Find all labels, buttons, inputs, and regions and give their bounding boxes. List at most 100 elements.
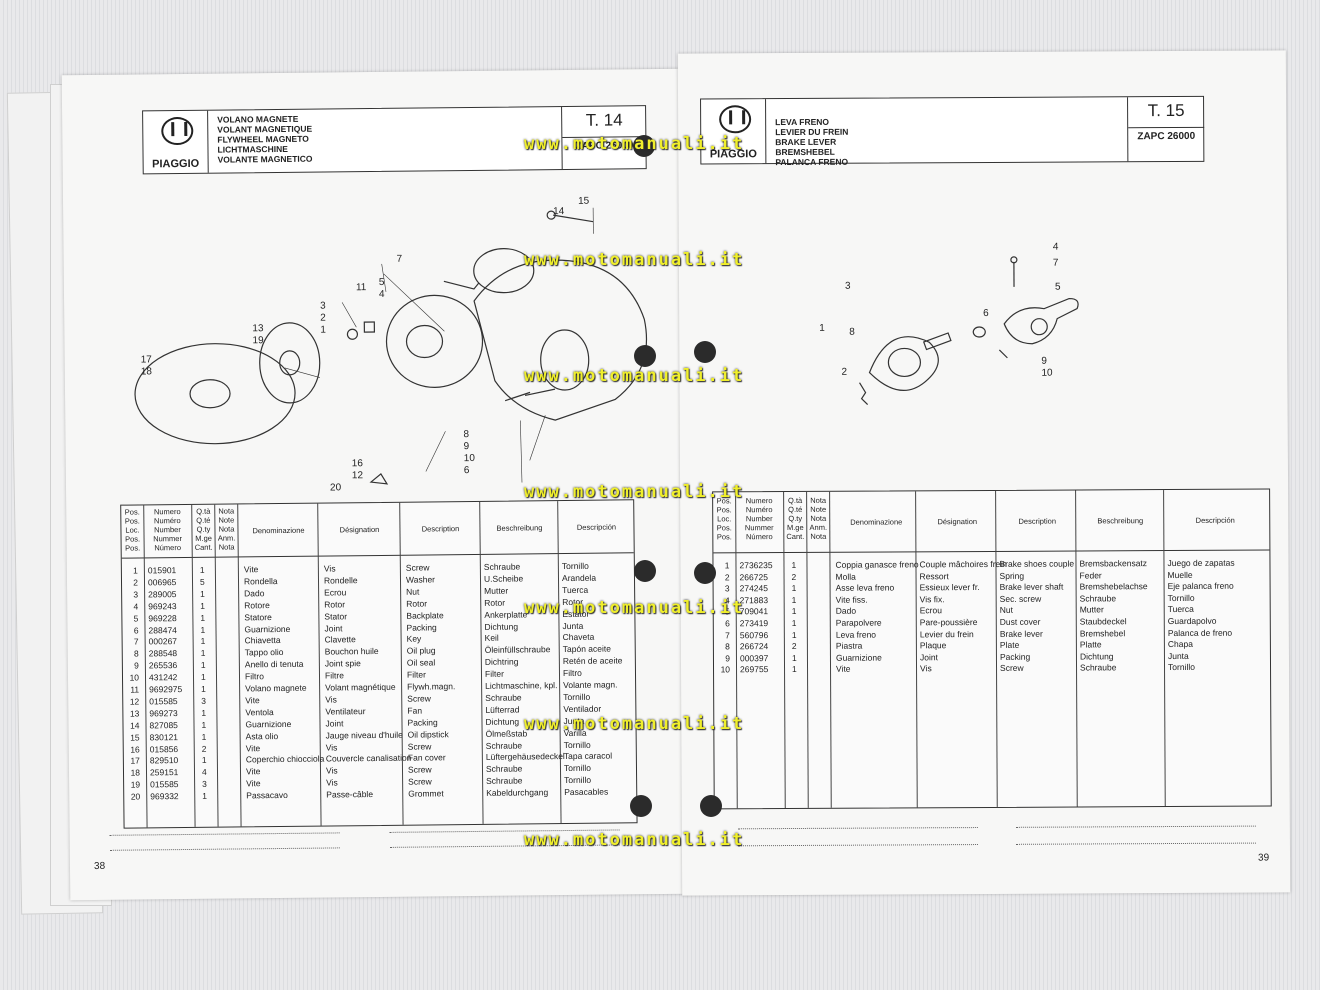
fr-cell: Filtre bbox=[324, 670, 344, 681]
numero-cell: 969273 bbox=[149, 707, 178, 719]
col-es-header: Descripción bbox=[1195, 515, 1235, 525]
watermark: www.motomanuali.it bbox=[524, 134, 745, 154]
numero-cell: 560796 bbox=[739, 629, 769, 640]
col-pos-header: Pos. Pos. Loc. Pos. Pos. bbox=[124, 507, 141, 553]
de-cell: Ankerplatte bbox=[484, 609, 528, 620]
pos-cell: 16 bbox=[130, 743, 140, 755]
numero-cell: 969228 bbox=[148, 612, 177, 623]
it-cell: Volano magnete bbox=[245, 682, 307, 694]
qty-cell: 1 bbox=[201, 683, 206, 694]
fr-cell: Ecrou bbox=[324, 587, 347, 598]
col-nota-header: Nota Note Nota Anm. Nota bbox=[809, 495, 828, 541]
numero-cell: 266724 bbox=[739, 641, 769, 652]
title-es: PALANCA FRENO bbox=[775, 156, 849, 168]
it-cell: Coppia ganasce freno bbox=[835, 559, 919, 570]
punch-hole bbox=[634, 345, 656, 367]
es-cell: Tornillo bbox=[563, 739, 591, 750]
es-cell: Tapa caracol bbox=[563, 750, 613, 762]
numero-cell: 827085 bbox=[149, 719, 178, 731]
qty-cell: 1 bbox=[200, 648, 206, 659]
numero-cell: 015901 bbox=[147, 565, 177, 576]
flywheel-diagram-svg bbox=[134, 207, 648, 485]
callout-12: 12 bbox=[351, 470, 364, 482]
en-cell: Grommet bbox=[408, 788, 444, 799]
pos-cell: 9 bbox=[725, 653, 730, 664]
pos-cell: 8 bbox=[725, 641, 730, 652]
fr-cell: Joint bbox=[324, 622, 343, 634]
fr-cell: Stator bbox=[324, 610, 348, 622]
pos-cell: 3 bbox=[133, 589, 139, 600]
pos-cell: 10 bbox=[720, 664, 731, 675]
es-cell: Guardapolvo bbox=[1167, 615, 1217, 627]
qty-cell: 1 bbox=[791, 664, 797, 675]
punch-hole bbox=[630, 795, 652, 817]
col-numero-header: Numero Numéro Number Nummer Número bbox=[744, 496, 774, 542]
numero-cell: 288548 bbox=[148, 648, 178, 659]
lever-shaft-shape bbox=[922, 332, 952, 351]
callout-4: 4 bbox=[1052, 241, 1059, 253]
qty-cell: 1 bbox=[200, 588, 205, 599]
de-cell: Staubdeckel bbox=[1079, 616, 1127, 627]
de-cell: Feder bbox=[1079, 569, 1102, 581]
callout-2: 2 bbox=[320, 312, 326, 324]
it-cell: Guarnizione bbox=[244, 623, 291, 634]
callout-2: 2 bbox=[841, 366, 848, 378]
punch-hole bbox=[700, 795, 722, 817]
en-cell: Packing bbox=[407, 717, 438, 728]
en-cell: Packing bbox=[406, 621, 437, 633]
fr-cell: Plaque bbox=[919, 640, 947, 651]
pos-cell: 15 bbox=[130, 732, 140, 743]
col-en-header: Description bbox=[1018, 516, 1057, 526]
qty-cell: 1 bbox=[200, 600, 206, 611]
pos-cell: 7 bbox=[725, 629, 730, 640]
es-cell: Tornillo bbox=[563, 691, 591, 702]
numero-cell: 288474 bbox=[148, 624, 177, 635]
piaggio-shield-icon bbox=[719, 105, 752, 134]
it-cell: Rotore bbox=[244, 599, 270, 611]
right-titles: LEVA FRENO LEVIER DU FREIN BRAKE LEVER B… bbox=[775, 117, 848, 167]
note-line bbox=[1015, 842, 1256, 845]
es-cell: Tapón aceite bbox=[562, 643, 611, 655]
callout-15: 15 bbox=[577, 195, 590, 207]
pos-cell: 4 bbox=[133, 601, 139, 612]
title-en: BRAKE LEVER bbox=[775, 136, 837, 148]
note-line bbox=[737, 844, 978, 847]
de-cell: Schraube bbox=[1079, 662, 1117, 673]
es-cell: Chapa bbox=[1167, 639, 1193, 650]
fr-cell: Jauge niveau d'huile bbox=[325, 729, 403, 741]
right-page: PIAGGIO LEVA FRENO LEVIER DU FREIN BRAKE… bbox=[677, 50, 1291, 896]
brake-shoes-shape bbox=[868, 336, 939, 391]
en-cell: Screw bbox=[405, 562, 430, 573]
de-cell: Dichtring bbox=[484, 656, 519, 668]
en-cell: Screw bbox=[407, 764, 432, 775]
it-cell: Rondella bbox=[243, 575, 278, 587]
numero-cell: 274245 bbox=[739, 583, 769, 594]
es-cell: Retén de aceite bbox=[562, 655, 623, 667]
es-cell: Junta bbox=[1167, 650, 1189, 661]
numero-cell: 830121 bbox=[149, 731, 179, 742]
it-cell: Dado bbox=[244, 587, 265, 599]
watermark: www.motomanuali.it bbox=[524, 250, 745, 270]
note-line bbox=[109, 832, 340, 836]
punch-hole bbox=[694, 562, 716, 584]
numero-cell: 2736235 bbox=[739, 560, 773, 571]
fr-cell: Levier du frein bbox=[919, 628, 974, 639]
brake-lever-shape bbox=[1003, 297, 1079, 345]
pos-cell: 13 bbox=[129, 708, 140, 719]
en-cell: Screw bbox=[407, 693, 431, 704]
fr-cell: Vis bbox=[323, 563, 336, 574]
numero-cell: 969243 bbox=[148, 600, 177, 612]
numero-cell: 273419 bbox=[739, 618, 769, 629]
callout-16: 16 bbox=[351, 458, 363, 470]
numero-cell: 006965 bbox=[147, 576, 177, 588]
punch-hole bbox=[634, 560, 656, 582]
qty-cell: 1 bbox=[200, 636, 206, 647]
fr-cell: Ecrou bbox=[919, 605, 942, 616]
es-cell: Palanca de freno bbox=[1167, 627, 1233, 638]
it-cell: Vite bbox=[835, 664, 851, 675]
it-cell: Vite bbox=[245, 766, 261, 777]
fr-cell: Pare-poussière bbox=[919, 617, 978, 628]
de-cell: Bremshebelachse bbox=[1079, 581, 1148, 592]
es-cell: Tuerca bbox=[562, 584, 589, 595]
fr-cell: Joint bbox=[919, 652, 938, 663]
